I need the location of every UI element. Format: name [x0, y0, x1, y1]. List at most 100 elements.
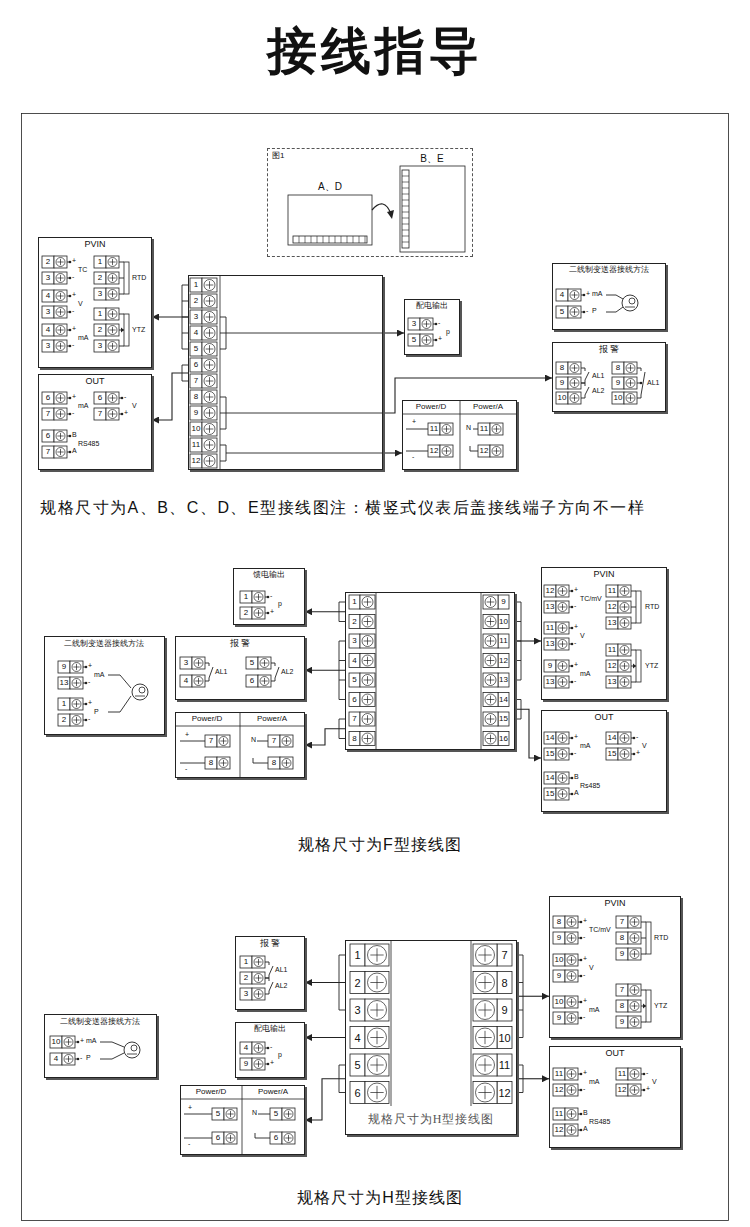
wire-dot [580, 921, 583, 924]
terminal-screw [618, 601, 631, 613]
terminal-cell [190, 454, 202, 468]
terminal-screw [260, 677, 269, 686]
terminal-screw [204, 440, 215, 451]
terminal-cell [553, 954, 565, 966]
input-box: PVIN2+TC3-4+V3-4+mA3-123RTD123YTZ [38, 237, 152, 368]
terminal-screw [367, 676, 368, 684]
signal-label: - [72, 409, 74, 417]
signal-label: mA [580, 742, 591, 750]
terminal-screw [254, 990, 263, 999]
box-heading: Power/D [192, 715, 223, 724]
terminal-screw [556, 660, 569, 672]
terminal-screw [226, 1110, 235, 1119]
terminal-screw [112, 395, 113, 401]
terminal-screw [209, 441, 210, 449]
terminal-screw [483, 634, 498, 648]
relay-contact [581, 368, 585, 371]
terminal-number: 4 [42, 290, 54, 302]
box-heading: 配电输出 [416, 302, 448, 311]
signal-label: 图1 [272, 152, 284, 161]
terminal-screw [280, 757, 293, 769]
terminal-cell [478, 423, 490, 435]
divider [220, 275, 221, 470]
terminal-screw [70, 698, 83, 710]
signal-label: TC/mV [580, 595, 602, 603]
terminal-screw [620, 603, 629, 612]
signal-label: RTD [645, 603, 659, 611]
signal-label: + [438, 335, 442, 343]
signal-label: mA [78, 334, 89, 342]
terminal-screw [209, 409, 210, 417]
signal-label: mA [589, 1006, 600, 1014]
terminal-cell [544, 601, 556, 613]
wire [631, 623, 636, 624]
terminal-screw [258, 657, 271, 669]
terminal-screw [54, 256, 67, 268]
terminal-number: 15 [544, 788, 556, 800]
terminal-number: 7 [190, 374, 202, 388]
terminal-screw [362, 733, 373, 744]
signal-label: + [583, 955, 587, 963]
wire-dot [571, 606, 574, 609]
terminal-cell [180, 657, 192, 669]
terminal-screw [624, 663, 625, 669]
terminal-screw [202, 342, 217, 356]
transmitter-box: 二线制变送器接线方法4+mA5-P [552, 263, 666, 330]
box-heading: PVIN [593, 570, 614, 580]
wire-dot [267, 1063, 270, 1066]
terminal-cell [498, 712, 509, 726]
wiper-arrow [633, 664, 636, 669]
terminal-cell [94, 408, 106, 420]
terminal-number: 11 [478, 423, 490, 435]
terminal-screw [76, 664, 77, 670]
meter-outline [400, 166, 465, 252]
terminal-cell [190, 294, 202, 308]
terminal-cell [498, 693, 509, 707]
terminal-screw [56, 308, 65, 317]
terminal-cell [497, 1027, 512, 1049]
bracket [220, 413, 226, 414]
terminal-screw [558, 790, 567, 799]
terminal-screw [440, 423, 453, 435]
box-heading: Power/A [258, 1088, 288, 1097]
terminal-cell [349, 595, 360, 609]
terminal-screw [62, 1036, 75, 1048]
terminal-screw [570, 379, 579, 388]
terminal-screw [630, 380, 631, 386]
signal-label: A [574, 789, 579, 797]
connector-arrow [152, 373, 188, 420]
terminal-screw [202, 454, 217, 468]
terminal-screw [568, 377, 581, 389]
transmitter-symbol [131, 1045, 137, 1051]
wire-dot [69, 413, 72, 416]
terminal-number: 1 [190, 278, 202, 292]
terminal-strip [311, 236, 312, 243]
signal-label: YTZ [654, 1002, 667, 1010]
terminal-screw [562, 735, 563, 741]
signal-label: AL1 [592, 372, 604, 380]
terminal-block: 12345678910111213141516 [345, 592, 515, 750]
terminal-screw [490, 598, 491, 606]
signal-label: p [278, 600, 282, 608]
terminal-cell [350, 999, 365, 1021]
terminal-cell [544, 660, 556, 672]
terminal-screw [618, 585, 631, 597]
terminal-number: 13 [544, 601, 556, 613]
signal-label: + [574, 623, 578, 631]
terminal-screw [68, 1039, 69, 1045]
transmitter-symbol [139, 687, 145, 693]
terminal-cell [497, 999, 512, 1021]
wire-dot [85, 666, 88, 669]
terminal-screw [556, 601, 569, 613]
signal-label: + [72, 393, 76, 401]
terminal-strip [402, 170, 409, 248]
terminal-screw [54, 446, 67, 458]
signal-label: + [185, 731, 189, 739]
terminal-screw [204, 376, 215, 387]
terminal-screw [282, 1132, 295, 1144]
wire [258, 1114, 270, 1115]
relay-contact [581, 395, 585, 398]
wire [184, 1138, 212, 1139]
terminal-screw [628, 948, 641, 960]
